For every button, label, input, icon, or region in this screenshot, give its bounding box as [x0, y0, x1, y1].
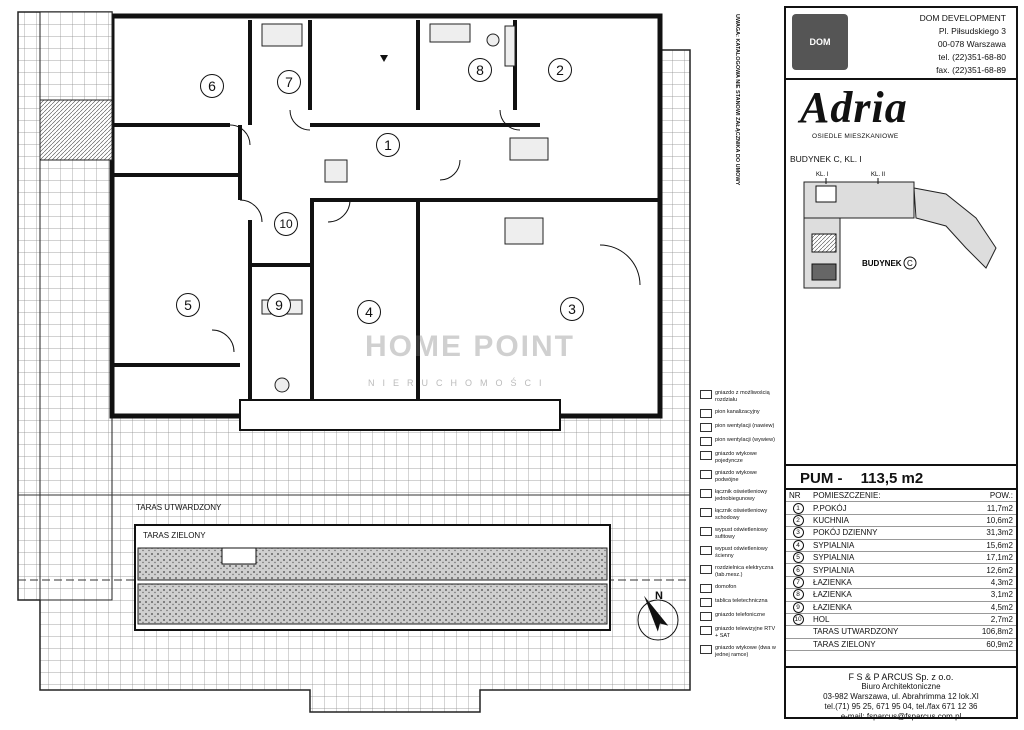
project-subtitle: OSIEDLE MIESZKANIOWE: [812, 133, 899, 140]
legend-item: gniazdo wtykowe pojedyncze: [700, 451, 776, 465]
legend-item: pion kanalizacyjny: [700, 409, 776, 418]
site-kl2: KL. II: [871, 172, 885, 178]
room-label-9: 9: [267, 293, 291, 317]
table-header: NR POMIESZCZENIE: POW.:: [786, 490, 1016, 503]
developer-fax: fax. (22)351-68-89: [936, 65, 1006, 75]
room-label-2: 2: [548, 58, 572, 82]
developer-name: DOM DEVELOPMENT: [919, 13, 1006, 23]
room-label-3: 3: [560, 297, 584, 321]
site-building-label: BUDYNEK: [862, 259, 902, 268]
room-label-8: 8: [468, 58, 492, 82]
catalog-note-title: UWAGA: KATALOGOWA NIE STANOWI ZAŁĄCZNIKA…: [734, 14, 740, 186]
legend: gniazdo z możliwością rozdziału pion kan…: [700, 390, 776, 664]
architect-address: 03-982 Warszawa, ul. Abrahrimma 12 lok.X…: [823, 692, 979, 701]
legend-item: gniazdo wtykowe podwójne: [700, 470, 776, 484]
watermark-sub: NIERUCHOMOŚCI: [368, 378, 550, 388]
room-label-5: 5: [176, 293, 200, 317]
title-block: DOM DOM DEVELOPMENT Pl. Piłsudskiego 3 0…: [784, 6, 1018, 722]
pum-summary: PUM - 113,5 m2: [786, 464, 1016, 490]
terrace-green-label: TARAS ZIELONY: [143, 531, 206, 540]
legend-item: pion wentylacji (nawiew): [700, 423, 776, 432]
room-label-4: 4: [357, 300, 381, 324]
legend-item: pion wentylacji (wywiew): [700, 437, 776, 446]
legend-item: łącznik oświetleniowy schodowy: [700, 508, 776, 522]
project-logo: Adria: [800, 83, 908, 132]
watermark: HOME POINT: [365, 330, 576, 363]
room-label-10: 10: [274, 212, 298, 236]
legend-item: gniazdo wtykowe (dwa w jednej ramce): [700, 645, 776, 659]
architect-tel: tel.(71) 95 25, 671 95 04, tel./fax 671 …: [824, 702, 978, 711]
developer-logo: DOM: [792, 14, 848, 70]
developer-city: 00-078 Warszawa: [937, 39, 1006, 49]
header-nr: NR: [786, 490, 810, 503]
developer-address: Pl. Piłsudskiego 3: [938, 26, 1006, 36]
architect-office: Biuro Architektoniczne: [861, 682, 941, 691]
room-label-6: 6: [200, 74, 224, 98]
north-label: N: [655, 590, 663, 602]
site-building-letter: C: [907, 259, 913, 268]
developer-contact: DOM DEVELOPMENT Pl. Piłsudskiego 3 00-07…: [920, 12, 1006, 77]
architect-email: e-mail: fsparcus@fsparcus.com.pl: [840, 712, 962, 721]
room-label-7: 7: [277, 70, 301, 94]
architect-block: F S & P ARCUS Sp. z o.o. Biuro Architekt…: [786, 666, 1016, 722]
building-title: BUDYNEK C, KL. I: [790, 154, 862, 164]
developer-tel: tel. (22)351-68-80: [938, 52, 1006, 62]
header-room: POMIESZCZENIE:: [810, 490, 964, 503]
legend-item: łącznik oświetleniowy jednobiegunowy: [700, 489, 776, 503]
legend-item: tablica teletechniczna: [700, 598, 776, 607]
architect-firm: F S & P ARCUS Sp. z o.o.: [848, 672, 954, 682]
legend-item: domofon: [700, 584, 776, 593]
legend-item: gniazdo z możliwością rozdziału: [700, 390, 776, 404]
terrace-hard-label: TARAS UTWARDZONY: [136, 503, 222, 512]
developer-header: DOM DOM DEVELOPMENT Pl. Piłsudskiego 3 0…: [786, 8, 1016, 80]
pum-label: PUM -: [800, 470, 843, 487]
floor-plan: 1 2 3 4 5 6 7 8 9 10 TARAS UTWARDZONY TA…: [17, 11, 776, 713]
site-plan-drawing: BUDYNEK C KL. I KL. II: [803, 172, 997, 289]
north-arrow-icon: [637, 595, 679, 641]
header-area: POW.:: [964, 490, 1016, 503]
site-kl1: KL. I: [816, 172, 829, 178]
legend-item: rozdzielnica elektryczna (tab.mesz.): [700, 565, 776, 579]
legend-item: gniazdo telewizyjne RTV + SAT: [700, 626, 776, 640]
room-label-1: 1: [376, 133, 400, 157]
legend-item: gniazdo telefoniczne: [700, 612, 776, 621]
site-plan: BUDYNEK C KL. I KL. II: [786, 168, 1016, 308]
legend-item: wypust oświetleniowy sufitowy: [700, 527, 776, 541]
pum-value: 113,5 m2: [860, 470, 924, 487]
catalog-note: UWAGA: KATALOGOWA NIE STANOWI ZAŁĄCZNIKA…: [680, 14, 760, 214]
legend-item: wypust oświetleniowy ścienny: [700, 546, 776, 560]
